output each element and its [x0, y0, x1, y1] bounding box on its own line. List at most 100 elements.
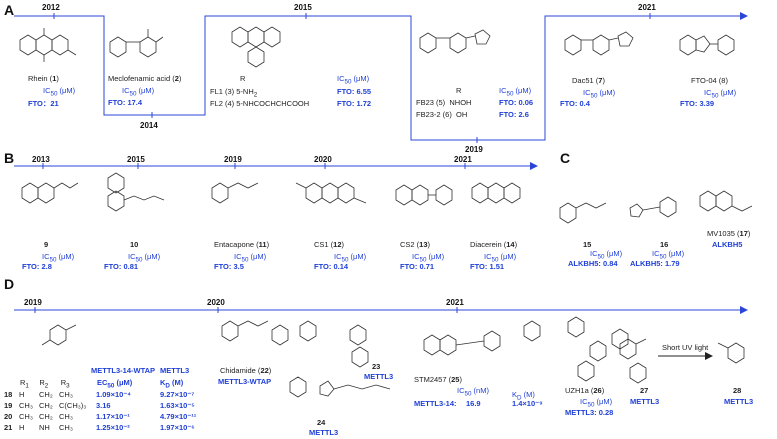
fl2-row: FL2 (4) 5-NHCOCHCHCOOH [210, 99, 310, 108]
year-2019: 2019 [465, 145, 483, 154]
year-2012: 2012 [42, 3, 60, 12]
panel-label-b: B [4, 150, 15, 166]
year-2020-d: 2020 [207, 298, 225, 307]
panel-label-d: D [4, 276, 15, 292]
year-2013: 2013 [32, 155, 50, 164]
structure-9 [21, 182, 79, 204]
compound-16-value: ALKBH5: 1.79 [630, 259, 680, 268]
year-2015: 2015 [294, 3, 312, 12]
compound-26-name: UZH1a (26) [565, 386, 605, 395]
compound-11-name: Entacapone (11) [214, 240, 270, 249]
timeline-a [14, 12, 748, 141]
compound-26-value: METTL3: 0.28 [565, 408, 614, 417]
year-2014: 2014 [140, 121, 158, 130]
year-2020-b: 2020 [314, 155, 332, 164]
fl2-value: FTO: 1.72 [337, 99, 372, 108]
structure-fluorescein [231, 26, 281, 68]
rhein-ic50-label: IC50 (μM) [43, 86, 76, 98]
compound-12-value: FTO: 0.14 [314, 262, 349, 271]
fb-ic50-label: IC50 (μM) [499, 86, 532, 98]
year-2021: 2021 [638, 3, 656, 12]
compound-13-ic50-label: IC50 (μM) [412, 252, 445, 264]
compound-13-name: CS2 (13) [400, 240, 431, 249]
uv-light-label: Short UV light [662, 343, 709, 352]
table-header-kd: METTL3 [160, 366, 190, 375]
compound-27-target: METTL3 [630, 397, 660, 406]
compound-9-ic50-label: IC50 (μM) [42, 252, 75, 264]
rhein-ic50-value: FTO：21 [28, 99, 59, 108]
year-2015-b: 2015 [127, 155, 145, 164]
meclo-ic50-label: IC50 (μM) [122, 86, 155, 98]
dac51-name: Dac51 (7) [572, 76, 605, 85]
compound-10-value: FTO: 0.81 [104, 262, 139, 271]
compound-9-label: 9 [44, 240, 49, 249]
structure-16 [629, 196, 677, 218]
panel-label-a: A [4, 2, 15, 18]
fl1-value: FTO: 6.55 [337, 87, 372, 96]
dac51-ic50-label: IC50 (μM) [583, 88, 616, 100]
structure-meclofenamic [109, 29, 164, 58]
structure-10 [107, 172, 165, 212]
structure-15 [559, 202, 607, 224]
table-header-ec: METTL3-14-WTAP [91, 366, 156, 375]
structure-dac51 [564, 31, 634, 56]
structure-18-21 [41, 324, 77, 346]
panel-label-c: C [560, 150, 571, 166]
structure-fto04 [679, 34, 735, 56]
compound-25-kd-value: 1.4×10⁻⁹ [512, 399, 543, 408]
year-2019-d: 2019 [24, 298, 42, 307]
structure-12 [295, 182, 367, 204]
fl-r-header: R [240, 74, 246, 83]
compound-12-ic50-label: IC50 (μM) [334, 252, 367, 264]
rhein-name: Rhein (1) [28, 74, 59, 83]
structure-26 [567, 316, 629, 382]
table-ec50-label: EC50 (μM) [97, 378, 133, 390]
compound-10-ic50-label: IC50 (μM) [128, 252, 161, 264]
compound-14-value: FTO: 1.51 [470, 262, 505, 271]
compound-17-target: ALKBH5 [712, 240, 743, 249]
structure-fb23 [419, 29, 491, 54]
compound-28-target: METTL3 [724, 397, 754, 406]
compound-22-name: Chidamide (22) [220, 366, 272, 375]
compound-16-ic50-label: IC50 (μM) [652, 249, 685, 261]
fl1-row: FL1 (3) 5-NH2 [210, 87, 258, 99]
fb232-value: FTO: 2.6 [499, 110, 529, 119]
year-2021-b: 2021 [454, 155, 472, 164]
meclo-name: Meclofenamic acid (2) [108, 74, 182, 83]
compound-25-kd-label: KD (M) [512, 390, 535, 402]
structure-rhein [19, 28, 77, 62]
structure-27 [619, 338, 647, 384]
compound-23-target: METTL3 [364, 372, 394, 381]
compound-28-label: 28 [733, 386, 742, 395]
year-2021-d: 2021 [446, 298, 464, 307]
compound-22-target: METTL3-WTAP [218, 377, 272, 386]
compound-24-target: METTL3 [309, 428, 339, 437]
compound-26-ic50-label: IC50 (μM) [580, 397, 613, 409]
structure-17 [699, 190, 753, 212]
structure-22 [221, 320, 317, 346]
compound-14-name: Diacerein (14) [470, 240, 518, 249]
compound-11-ic50-label: IC50 (μM) [234, 252, 267, 264]
compound-13-value: FTO: 0.71 [400, 262, 435, 271]
structure-11 [211, 182, 259, 204]
compound-25-ic50-value: 16.9 [466, 399, 481, 408]
compound-11-value: FTO: 3.5 [214, 262, 244, 271]
compound-23-label: 23 [372, 362, 381, 371]
fto04-ic50-value: FTO: 3.39 [680, 99, 715, 108]
compound-24-label: 24 [317, 418, 326, 427]
compound-12-name: CS1 (12) [314, 240, 345, 249]
structure-28 [717, 342, 745, 364]
fb-r-header: R [456, 86, 462, 95]
structure-13 [395, 184, 453, 206]
compound-9-value: FTO: 2.8 [22, 262, 52, 271]
fl-ic50-label: IC50 (μM) [337, 74, 370, 86]
compound-15-value: ALKBH5: 0.84 [568, 259, 618, 268]
compound-25-target: METTL3-14: [414, 399, 457, 408]
year-2019-b: 2019 [224, 155, 242, 164]
fb232-row: FB23-2 (6) OH [416, 110, 468, 119]
compound-16-label: 16 [660, 240, 669, 249]
